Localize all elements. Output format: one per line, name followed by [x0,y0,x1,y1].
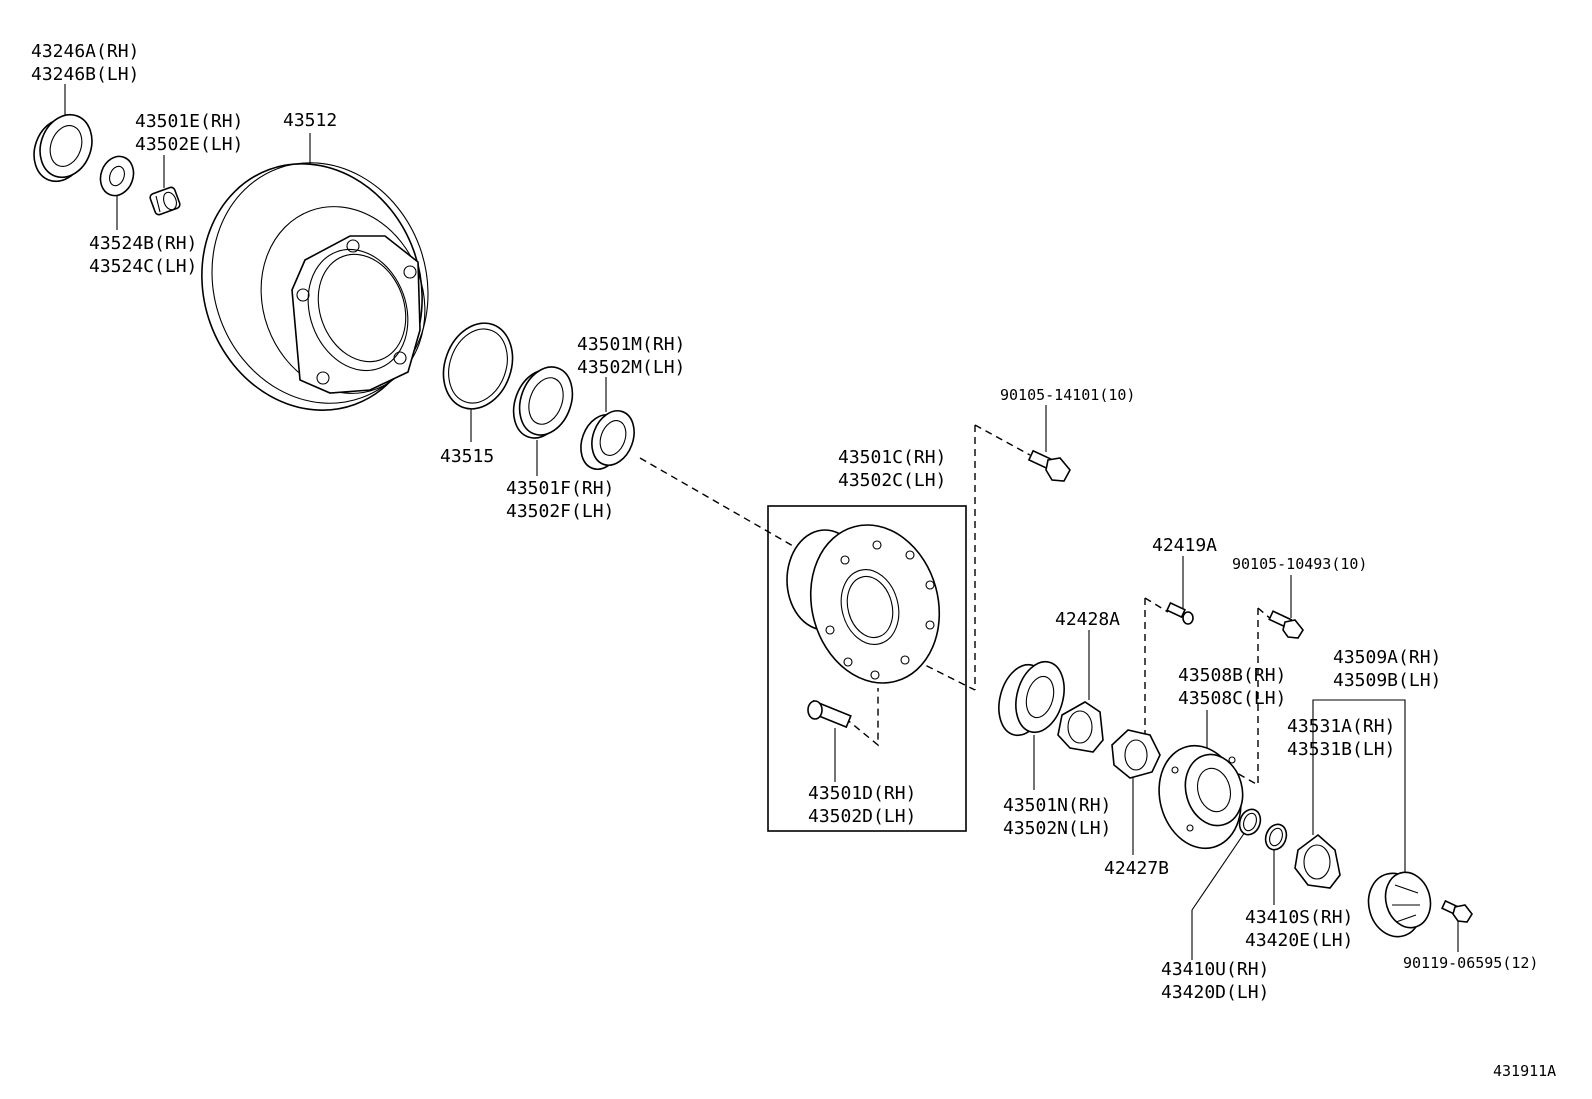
oil-seal-43246 [33,113,93,183]
label-43502f-lh: 43502F(LH) [506,501,614,522]
label-43246a-rh: 43246A(RH) [31,41,139,62]
label-43508c-lh: 43508C(LH) [1178,688,1286,709]
label-43410s: 43410S(RH) 43420E(LH) [1245,907,1353,951]
label-43501c: 43501C(RH) 43502C(LH) [838,447,946,491]
label-43508b-rh: 43508B(RH) [1178,665,1286,686]
label-43410u-rh: 43410U(RH) [1161,959,1269,980]
diagram-id: 431911A [1493,1062,1556,1080]
label-43501n: 43501N(RH) 43502N(LH) [1003,795,1111,839]
label-43508: 43508B(RH) 43508C(LH) [1178,665,1286,709]
label-43524: 43524B(RH) 43524C(LH) [89,233,197,277]
label-90105-10493: 90105-10493(10) [1232,555,1367,573]
label-90119-06595: 90119-06595(12) [1403,954,1538,972]
washer-43524 [99,155,135,197]
label-43410s-rh: 43410S(RH) [1245,907,1353,928]
hub-assembly-frame [767,505,967,832]
ring-43515 [442,322,514,410]
screw-42419a [1165,601,1194,625]
label-43246: 43246A(RH) 43246B(LH) [31,41,139,85]
label-43410u: 43410U(RH) 43420D(LH) [1161,959,1269,1003]
label-43420e-lh: 43420E(LH) [1245,930,1353,951]
label-42427b: 42427B [1104,858,1169,879]
flange-43508 [1158,744,1244,850]
label-43531b-lh: 43531B(LH) [1287,739,1395,760]
label-43501d-rh: 43501D(RH) [808,783,916,804]
label-43502m-lh: 43502M(LH) [577,357,685,378]
nut-42427b [1111,729,1161,779]
snap-ring-43410s [1264,823,1288,851]
brake-disc-43512 [201,162,429,411]
label-43509a-rh: 43509A(RH) [1333,647,1441,668]
bearing-43501e [149,186,181,216]
label-43501e: 43501E(RH) 43502E(LH) [135,111,243,155]
hub-cap-43509 [1367,871,1432,938]
bearing-43501m [580,410,635,470]
label-43531: 43531A(RH) 43531B(LH) [1287,716,1395,760]
label-43501f-rh: 43501F(RH) [506,478,614,499]
label-43420d-lh: 43420D(LH) [1161,982,1269,1003]
hub-43501c [786,524,941,684]
label-43501n-rh: 43501N(RH) [1003,795,1111,816]
label-42419a: 42419A [1152,535,1217,556]
label-42428a: 42428A [1055,609,1120,630]
oil-seal-43501f [512,366,574,439]
bolt-90105-14101 [1027,449,1071,482]
label-43501f: 43501F(RH) 43502F(LH) [506,478,614,522]
label-43501e-rh: 43501E(RH) [135,111,243,132]
assembly-lines [639,424,1273,786]
label-43502c-lh: 43502C(LH) [838,470,946,491]
snap-ring-43410u [1238,808,1262,836]
label-43501c-rh: 43501C(RH) [838,447,946,468]
bolt-90119-06595 [1440,899,1473,923]
label-43524c-lh: 43524C(LH) [89,256,197,277]
label-43502e-lh: 43502E(LH) [135,134,243,155]
label-43502n-lh: 43502N(LH) [1003,818,1111,839]
label-90105-14101: 90105-14101(10) [1000,386,1135,404]
bolt-90105-10493 [1268,610,1304,639]
label-43501m: 43501M(RH) 43502M(LH) [577,334,685,378]
label-43512: 43512 [283,110,337,131]
lock-washer-42428a [1057,701,1104,753]
label-43501m-rh: 43501M(RH) [577,334,685,355]
label-43502d-lh: 43502D(LH) [808,806,916,827]
label-43246b-lh: 43246B(LH) [31,64,139,85]
label-43501d: 43501D(RH) 43502D(LH) [808,783,916,827]
hub-bolt-43501d [807,699,852,729]
bearing-43501n [998,660,1065,737]
label-43515: 43515 [440,446,494,467]
label-43509: 43509A(RH) 43509B(LH) [1333,647,1441,691]
label-43531a-rh: 43531A(RH) [1287,716,1395,737]
label-43509b-lh: 43509B(LH) [1333,670,1441,691]
label-43524b-rh: 43524B(RH) [89,233,197,254]
gasket-43531 [1294,833,1341,889]
